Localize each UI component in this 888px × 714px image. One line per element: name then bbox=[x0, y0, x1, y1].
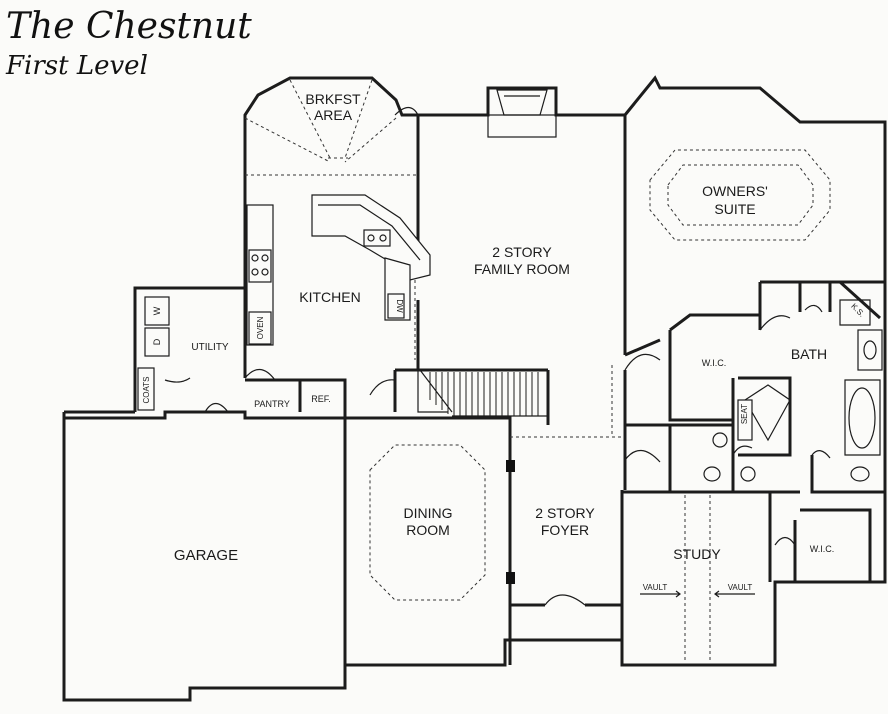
coats-closet-label: COATS bbox=[142, 377, 151, 404]
refrigerator-label: REF. bbox=[311, 394, 331, 404]
vault-left-arrow bbox=[640, 590, 681, 598]
dishwasher-label: DW bbox=[395, 299, 404, 313]
dashed-outlines bbox=[244, 79, 831, 660]
bath-wic-label: W.I.C. bbox=[702, 358, 727, 368]
fireplace bbox=[487, 89, 557, 138]
utility-fixtures bbox=[137, 296, 170, 411]
dining-label-line2: ROOM bbox=[406, 522, 450, 538]
room-labels: BRKFST AREA KITCHEN 2 STORY FAMILY ROOM … bbox=[174, 91, 834, 564]
bath-label: BATH bbox=[791, 346, 827, 362]
breakfast-label-line1: BRKFST bbox=[305, 91, 361, 107]
utility-label: UTILITY bbox=[191, 342, 229, 353]
foyer-label-line2: FOYER bbox=[541, 522, 589, 538]
washer-label: W bbox=[152, 306, 162, 315]
door-swings bbox=[164, 106, 831, 606]
shower-seat-label: SEAT bbox=[740, 404, 749, 424]
owners-suite-label-line1: OWNERS' bbox=[702, 183, 768, 199]
foyer-label-line1: 2 STORY bbox=[535, 505, 595, 521]
study-wic-label: W.I.C. bbox=[810, 544, 835, 554]
dryer-label: D bbox=[152, 338, 162, 345]
vault-right-arrow bbox=[714, 590, 755, 598]
study-label: STUDY bbox=[673, 546, 721, 562]
family-room-label-line1: 2 STORY bbox=[492, 244, 552, 260]
breakfast-label-line2: AREA bbox=[314, 107, 353, 123]
family-room-label-line2: FAMILY ROOM bbox=[474, 261, 570, 277]
plan-title: The Chestnut bbox=[6, 6, 252, 47]
vault-right-label: VAULT bbox=[728, 583, 753, 592]
kitchen-label: KITCHEN bbox=[299, 289, 360, 305]
dining-label-line1: DINING bbox=[404, 505, 453, 521]
plan-subtitle: First Level bbox=[5, 51, 148, 81]
staircase bbox=[417, 369, 548, 417]
garage-label: GARAGE bbox=[174, 547, 238, 564]
pantry-label: PANTRY bbox=[254, 399, 290, 409]
fixture-labels: OVEN DW PANTRY REF. COATS W D SEAT K.S. … bbox=[142, 299, 866, 598]
owners-suite-label-line2: SUITE bbox=[714, 201, 755, 217]
bath-fixtures bbox=[703, 299, 883, 482]
kitchen-fixtures bbox=[246, 194, 431, 346]
vault-left-label: VAULT bbox=[643, 583, 668, 592]
oven-label: OVEN bbox=[256, 316, 265, 339]
columns bbox=[506, 460, 515, 584]
